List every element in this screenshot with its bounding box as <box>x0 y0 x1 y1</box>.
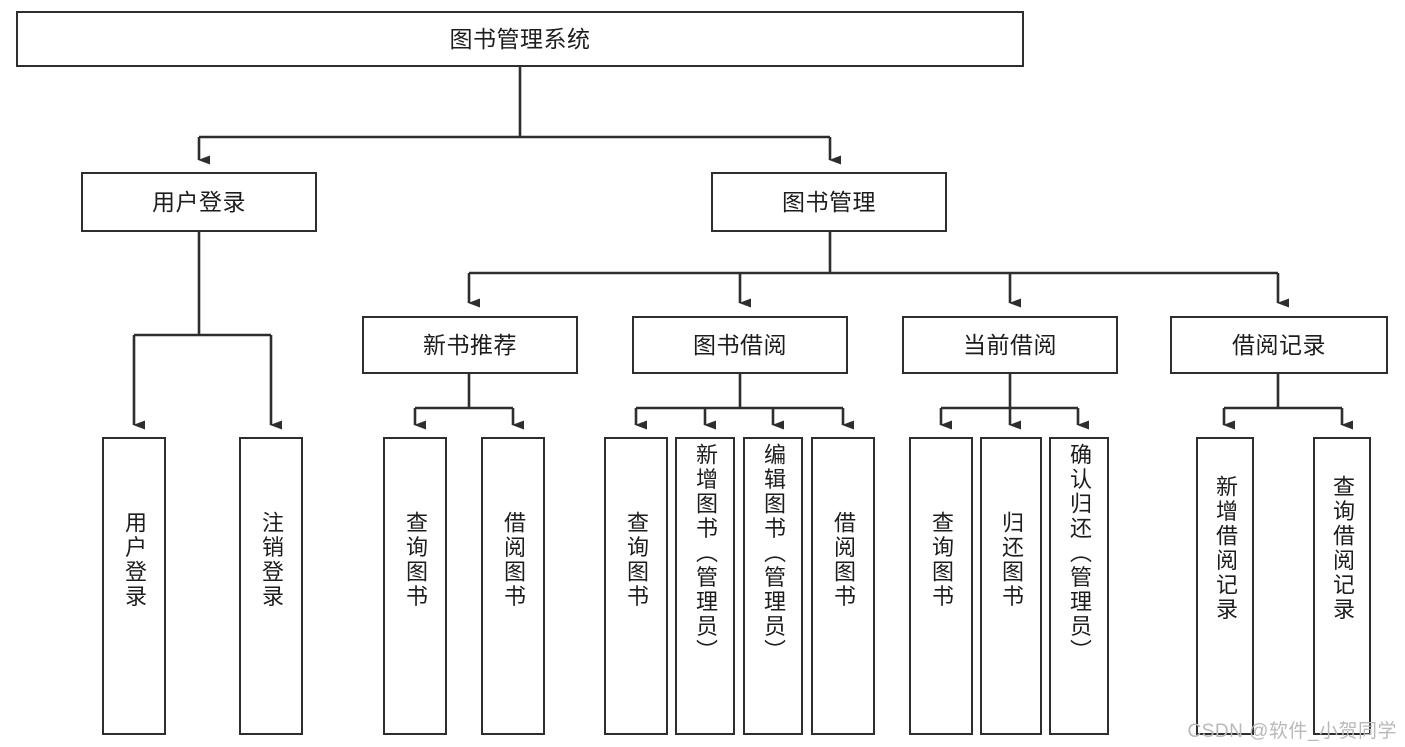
node-label: 借阅图书 <box>501 511 526 609</box>
node-leaf-logout[interactable]: 注销登录 <box>239 437 303 735</box>
node-label: 用户登录 <box>122 511 147 609</box>
node-label: 查询图书 <box>403 511 428 609</box>
node-leaf-query-book-borrow[interactable]: 查询图书 <box>604 437 668 735</box>
node-label: 借阅图书 <box>831 511 856 609</box>
node-leaf-query-book-current[interactable]: 查询图书 <box>909 437 973 735</box>
node-label: 注销登录 <box>259 511 284 609</box>
csdn-watermark: CSDN @软件_小贺同学 <box>1187 721 1397 742</box>
node-label: 确认归还（管理员） <box>1067 443 1092 664</box>
node-new-book-recommend[interactable]: 新书推荐 <box>362 316 578 374</box>
node-label: 图书管理 <box>782 188 876 215</box>
node-leaf-borrow-book[interactable]: 借阅图书 <box>811 437 875 735</box>
node-label: 新书推荐 <box>423 331 517 358</box>
node-label: 图书管理系统 <box>449 25 591 52</box>
node-leaf-add-book[interactable]: 新增图书（管理员） <box>675 437 735 735</box>
node-label: 归还图书 <box>999 511 1024 609</box>
node-leaf-return-book[interactable]: 归还图书 <box>980 437 1042 735</box>
node-label: 编辑图书（管理员） <box>761 443 786 664</box>
node-label: 借阅记录 <box>1232 331 1326 358</box>
node-user-login[interactable]: 用户登录 <box>81 172 317 232</box>
node-label: 新增借阅记录 <box>1213 475 1238 622</box>
node-label: 用户登录 <box>152 188 246 215</box>
node-label: 新增图书（管理员） <box>693 443 718 664</box>
node-leaf-edit-book[interactable]: 编辑图书（管理员） <box>743 437 803 735</box>
node-label: 图书借阅 <box>693 331 787 358</box>
node-label: 当前借阅 <box>963 331 1057 358</box>
node-book-borrow[interactable]: 图书借阅 <box>632 316 848 374</box>
node-root-book-management-system[interactable]: 图书管理系统 <box>16 11 1024 67</box>
node-leaf-query-borrow-record[interactable]: 查询借阅记录 <box>1313 437 1371 735</box>
node-label: 查询图书 <box>624 511 649 609</box>
node-leaf-login[interactable]: 用户登录 <box>102 437 166 735</box>
node-label: 查询借阅记录 <box>1330 475 1355 622</box>
node-leaf-query-book-recommend[interactable]: 查询图书 <box>383 437 447 735</box>
node-leaf-confirm-return[interactable]: 确认归还（管理员） <box>1049 437 1109 735</box>
node-current-borrow[interactable]: 当前借阅 <box>902 316 1118 374</box>
node-label: 查询图书 <box>929 511 954 609</box>
node-leaf-add-borrow-record[interactable]: 新增借阅记录 <box>1196 437 1254 735</box>
node-book-management[interactable]: 图书管理 <box>711 172 947 232</box>
node-borrow-record[interactable]: 借阅记录 <box>1170 316 1388 374</box>
node-leaf-borrow-book-recommend[interactable]: 借阅图书 <box>481 437 545 735</box>
